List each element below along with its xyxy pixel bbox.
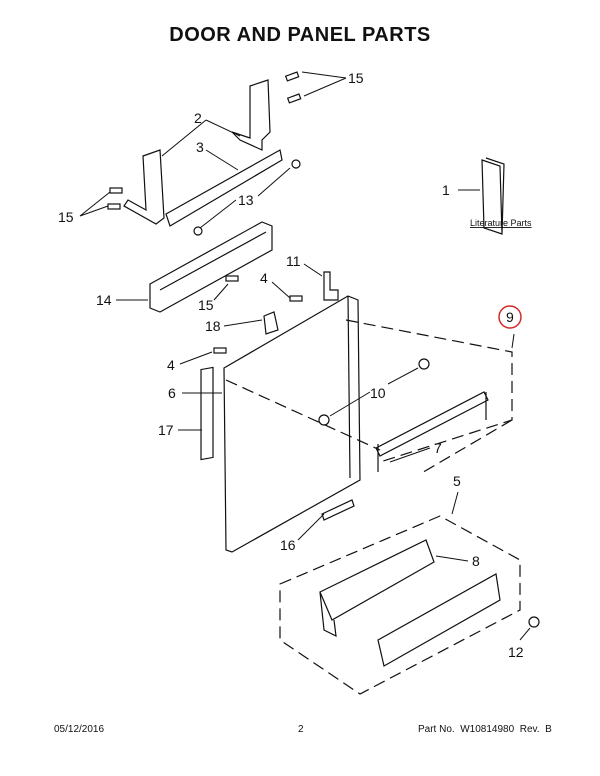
callout-2: 2 (194, 110, 202, 126)
callout-9: 9 (506, 309, 514, 325)
callout-5: 5 (453, 473, 461, 489)
handle-7 (375, 391, 489, 472)
door-latch-14 (149, 221, 273, 313)
callout-7: 7 (434, 440, 442, 456)
callout-9-highlight (498, 305, 522, 329)
bracket-left (123, 149, 165, 225)
toe-panel (377, 573, 501, 667)
dashed-box-9 (225, 319, 513, 475)
gasket-17 (200, 366, 214, 461)
callout-15-left: 15 (58, 209, 74, 225)
callout-4-upper: 4 (260, 270, 268, 286)
literature-parts-label: Literature Parts (470, 218, 532, 228)
part-18 (263, 311, 279, 335)
callout-15-mid: 15 (198, 297, 214, 313)
callout-3: 3 (196, 139, 204, 155)
badge-16 (321, 499, 355, 521)
callout-8: 8 (472, 553, 480, 569)
callout-18: 18 (205, 318, 221, 334)
footer-part-number: Part No. W10814980 Rev. B (418, 724, 552, 735)
leader-lines (79, 71, 531, 641)
callout-6: 6 (168, 385, 176, 401)
rail-3 (165, 149, 283, 227)
callout-10: 10 (370, 385, 386, 401)
bracket-right (231, 79, 271, 151)
page-title: DOOR AND PANEL PARTS (169, 24, 431, 46)
footer-date: 05/12/2016 (54, 724, 105, 735)
dashed-box-5 (279, 515, 521, 695)
door-panel-6 (223, 295, 361, 553)
callout-11: 11 (286, 253, 301, 269)
clip-11 (323, 271, 339, 301)
literature-book (481, 157, 505, 235)
footer-page-number: 2 (298, 724, 304, 735)
callout-17: 17 (158, 422, 174, 438)
callout-12: 12 (508, 644, 524, 660)
callout-1: 1 (442, 182, 450, 198)
callout-15-top: 15 (348, 70, 364, 86)
callout-13: 13 (238, 192, 254, 208)
callout-14: 14 (96, 292, 112, 308)
callout-16: 16 (280, 537, 296, 553)
callout-4-lower: 4 (167, 357, 175, 373)
panel-8 (319, 539, 435, 638)
screws (107, 71, 303, 354)
